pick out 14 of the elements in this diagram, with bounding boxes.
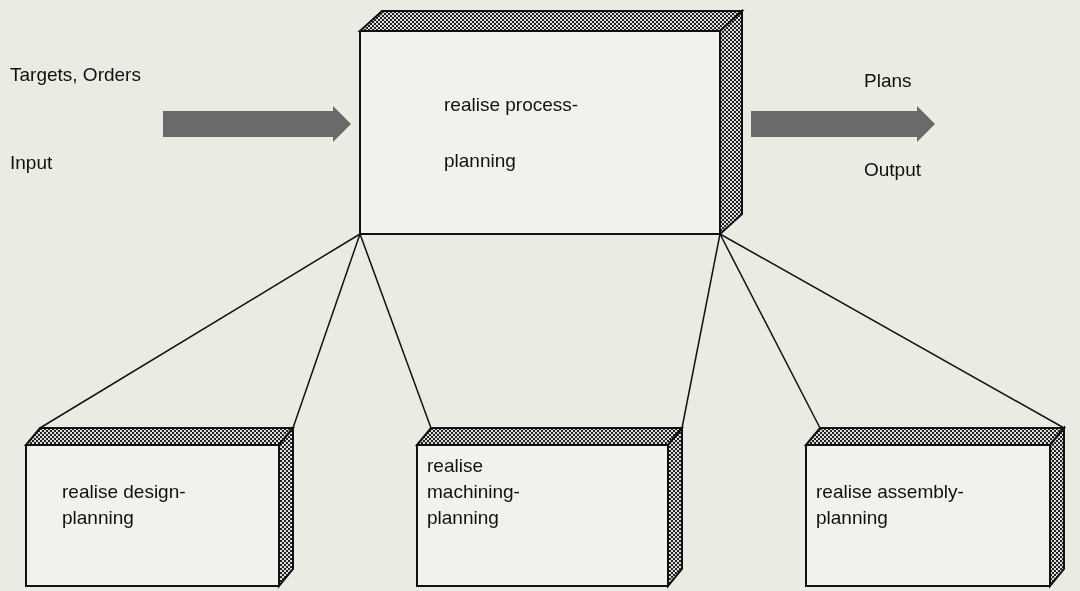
block-arrow — [163, 106, 351, 142]
connector-line — [719, 233, 1065, 429]
box-label: realise assembly-planning — [816, 480, 965, 530]
block-arrow — [751, 106, 935, 142]
connector-line — [681, 233, 721, 429]
box-label: realise process-planning — [444, 93, 580, 173]
connector-line — [292, 233, 361, 429]
box-label: realise design-planning — [62, 480, 187, 530]
flow-label: Output — [864, 159, 922, 181]
connector-line — [39, 233, 361, 429]
box-label: realise machining-planning — [427, 454, 521, 530]
flow-label: Targets, Orders — [10, 64, 141, 86]
flow-label: Plans — [864, 70, 912, 92]
flow-label: Input — [10, 152, 53, 174]
